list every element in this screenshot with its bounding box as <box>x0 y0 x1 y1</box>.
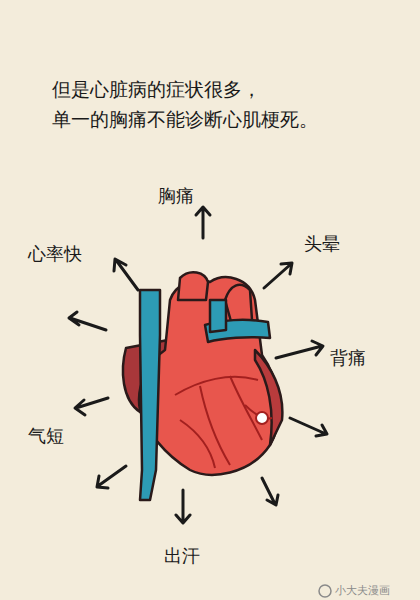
watermark: 小大夫漫画 <box>335 583 390 598</box>
symptom-arrows <box>69 207 327 523</box>
symptom-label: 胸痛 <box>158 184 194 208</box>
symptom-label: 心率快 <box>28 242 82 266</box>
symptom-label: 背痛 <box>330 346 366 370</box>
watermark-icon <box>319 585 331 597</box>
symptom-label: 气短 <box>28 424 64 448</box>
symptom-label: 头晕 <box>304 232 340 256</box>
symptom-label: 出汗 <box>164 544 200 568</box>
title-text: 但是心脏病的症状很多， 单一的胸痛不能诊断心肌梗死。 <box>52 74 352 134</box>
